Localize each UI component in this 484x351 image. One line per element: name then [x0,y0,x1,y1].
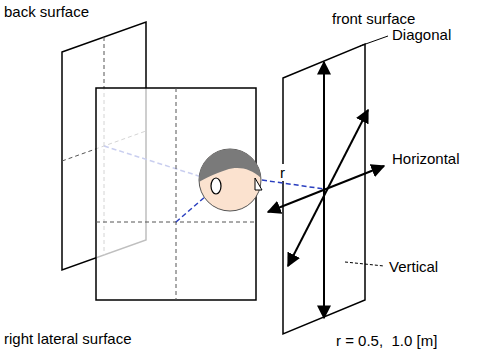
nose [255,178,262,190]
ear [211,178,221,194]
surface-label: front surface [332,10,415,27]
distance-line [262,180,324,189]
surface-label: back surface [4,3,89,20]
distance-label: r [278,164,287,181]
direction-label: Horizontal [392,150,460,167]
direction-label: Vertical [389,258,438,275]
hair [199,149,261,182]
leader-line [345,262,384,266]
surface-label: right lateral surface [4,330,132,347]
center-line [176,88,177,300]
distance-line [176,196,206,222]
head [199,149,261,211]
leader-line [360,36,388,46]
direction-label: Diagonal [392,26,451,43]
dimension-note: r = 0.5, 1.0 [m] [336,332,437,349]
